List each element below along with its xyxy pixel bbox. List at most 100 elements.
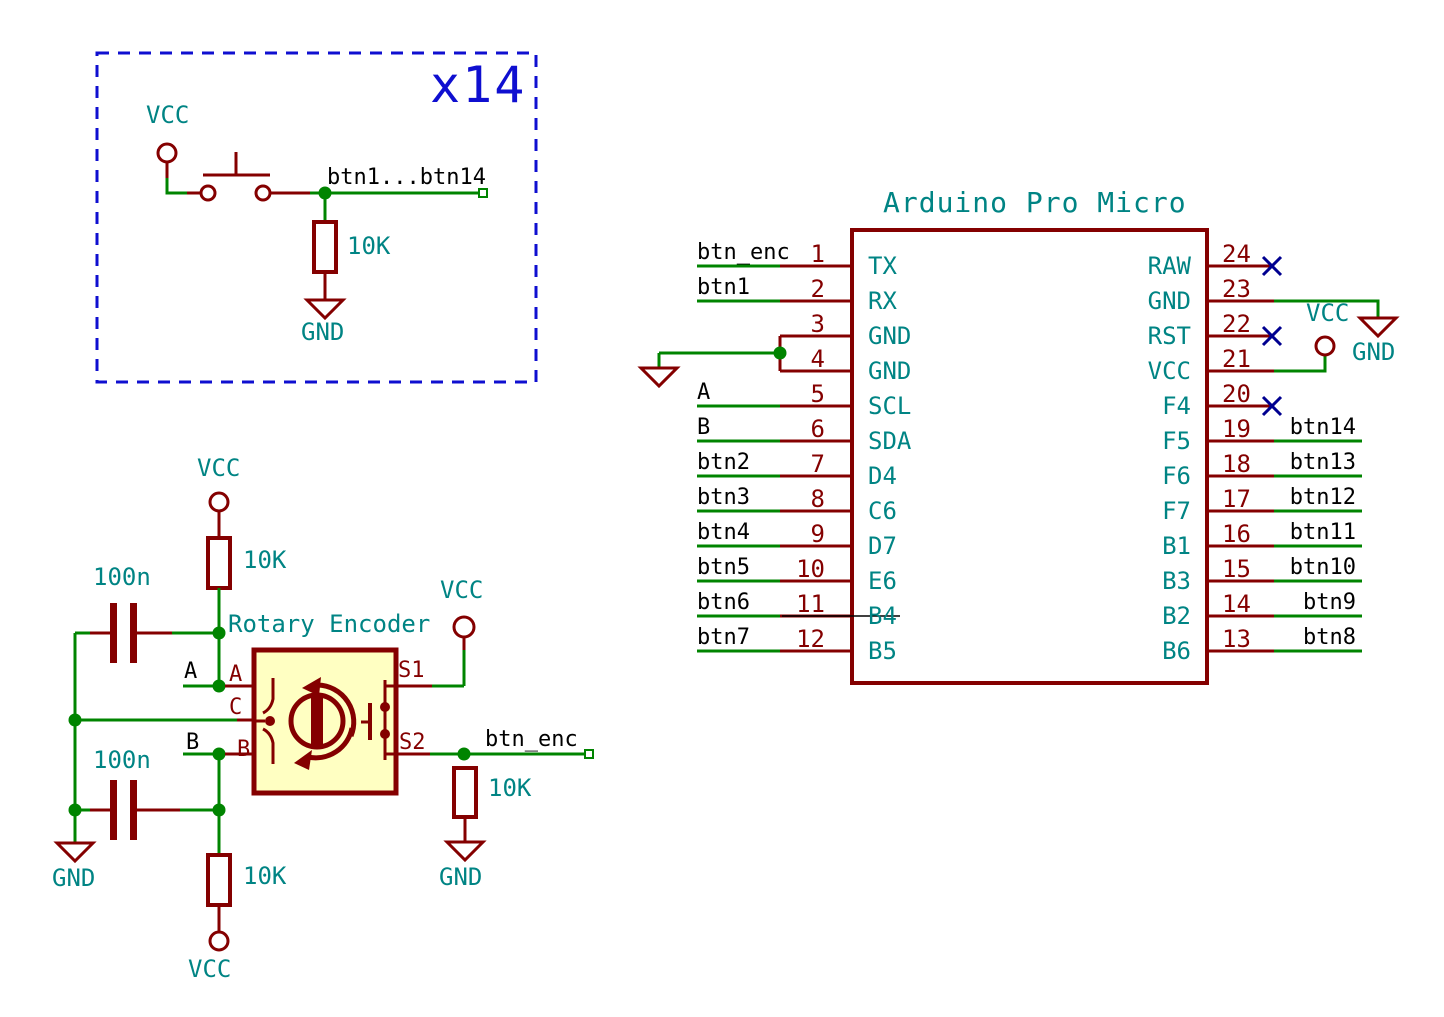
button-repeat-block <box>95 51 538 384</box>
pin-name: RST <box>1147 322 1191 350</box>
resistor-value: 10K <box>243 546 287 574</box>
junction-dot <box>457 747 471 761</box>
pin-name: VCC <box>1147 357 1191 385</box>
encoder-pin-s2: S2 <box>399 730 426 755</box>
net-label: btn11 <box>1289 520 1356 545</box>
vcc-label: VCC <box>146 101 190 129</box>
net-label: btn13 <box>1289 450 1356 475</box>
resistor-value: 10K <box>347 232 391 260</box>
resistor-symbol <box>206 536 232 590</box>
pin-name: B5 <box>868 637 897 665</box>
net-label: btn5 <box>697 555 750 580</box>
gnd-label: GND <box>1352 338 1396 366</box>
pin-name: B2 <box>1162 602 1191 630</box>
net-label: btn_enc <box>697 240 790 265</box>
encoder-rotation-glyph <box>288 677 357 770</box>
resistor-value: 10K <box>488 774 532 802</box>
pin-name: SDA <box>868 427 912 455</box>
pin-name: GND <box>1147 287 1191 315</box>
net-label: btn7 <box>697 625 750 650</box>
pin-name: GND <box>868 322 912 350</box>
cap-value: 100n <box>93 746 151 774</box>
no-connect-icon <box>1261 255 1283 417</box>
wire <box>1274 299 1380 317</box>
net-label: btn1 <box>697 275 750 300</box>
encoder-switch-right <box>361 680 396 760</box>
encoder-pin-s1: S1 <box>398 658 425 683</box>
encoder-pin-b: B <box>237 737 251 762</box>
pin-name: B3 <box>1162 567 1191 595</box>
pin-number: 13 <box>1222 625 1251 653</box>
gnd-symbol <box>53 841 97 864</box>
gnd-symbol <box>637 366 681 389</box>
wire-end-square <box>478 188 488 198</box>
vcc-symbol <box>208 491 230 513</box>
gnd-symbol <box>443 840 487 863</box>
wire <box>1274 356 1327 373</box>
repeat-box-outline <box>95 51 538 384</box>
pin-name: F7 <box>1162 497 1191 525</box>
pin-number: 7 <box>810 450 825 478</box>
mcu-block <box>637 228 1400 685</box>
gnd-symbol <box>303 298 347 321</box>
resistor-symbol <box>452 766 478 819</box>
pin-name: C6 <box>868 497 897 525</box>
resistor-symbol <box>206 853 232 907</box>
pin-name: RAW <box>1147 252 1191 280</box>
vcc-symbol <box>156 142 178 164</box>
capacitor-symbol <box>75 780 219 840</box>
vcc-symbol <box>208 930 230 952</box>
pin-number: 14 <box>1222 590 1251 618</box>
right-net-wires <box>1274 439 1362 653</box>
encoder-pin-c: C <box>229 695 243 720</box>
net-label: btn12 <box>1289 485 1356 510</box>
vcc-symbol <box>452 615 476 639</box>
pushbutton-symbol <box>199 152 272 202</box>
pin-name: B4 <box>868 602 897 630</box>
pin-number: 12 <box>796 625 825 653</box>
vcc-label: VCC <box>197 454 241 482</box>
wire <box>657 351 780 367</box>
net-label: btn10 <box>1289 555 1356 580</box>
pin-number: 11 <box>796 590 825 618</box>
pin-name: D7 <box>868 532 897 560</box>
net-label: btn14 <box>1289 415 1356 440</box>
cap-value: 100n <box>93 563 151 591</box>
pin-number: 15 <box>1222 555 1251 583</box>
capacitor-symbol <box>75 603 219 663</box>
pin-number: 4 <box>810 345 825 373</box>
pin-number: 16 <box>1222 520 1251 548</box>
mcu-title: Arduino Pro Micro <box>883 186 1187 219</box>
pin-name: GND <box>868 357 912 385</box>
gnd-label: GND <box>301 318 345 346</box>
gnd-label: GND <box>52 864 96 892</box>
pin-name: F6 <box>1162 462 1191 490</box>
net-label-b: B <box>186 730 200 755</box>
pin-name: F4 <box>1162 392 1191 420</box>
vcc-symbol <box>1314 335 1336 357</box>
net-label: btn3 <box>697 485 750 510</box>
pin-name: B1 <box>1162 532 1191 560</box>
net-label-buttons: btn1...btn14 <box>327 165 486 190</box>
multiplier-label: x14 <box>430 56 527 114</box>
pin-number: 22 <box>1222 310 1251 338</box>
pin-number: 19 <box>1222 415 1251 443</box>
pin-name: RX <box>868 287 897 315</box>
pin-number: 2 <box>810 275 825 303</box>
pin-number: 20 <box>1222 380 1251 408</box>
gnd-symbol <box>1356 316 1400 339</box>
net-label: B <box>697 415 711 440</box>
encoder-title: Rotary Encoder <box>228 610 431 638</box>
rotary-encoder-block <box>53 491 594 952</box>
left-net-wires <box>697 264 780 653</box>
right-pin-stubs <box>1207 264 1274 653</box>
junction-dot <box>212 803 226 817</box>
pin-number: 10 <box>796 555 825 583</box>
pin-name: E6 <box>868 567 897 595</box>
pin-name: SCL <box>868 392 912 420</box>
net-label: btn6 <box>697 590 750 615</box>
vcc-label: VCC <box>1306 299 1350 327</box>
encoder-pin-a: A <box>229 662 243 687</box>
